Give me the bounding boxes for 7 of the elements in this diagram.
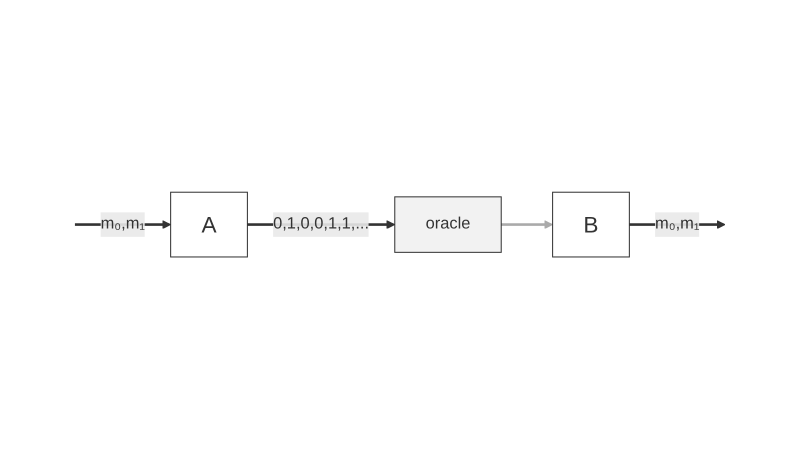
arrow xyxy=(501,220,554,230)
edge-label: 0,1,0,0,1,1,... xyxy=(273,216,370,234)
node-box: B xyxy=(552,192,630,258)
node-box: A xyxy=(170,192,248,258)
node-box: oracle xyxy=(394,196,502,254)
edge-label: m₀,m₁ xyxy=(655,216,700,234)
edge-label: m₀,m₁ xyxy=(100,216,145,234)
